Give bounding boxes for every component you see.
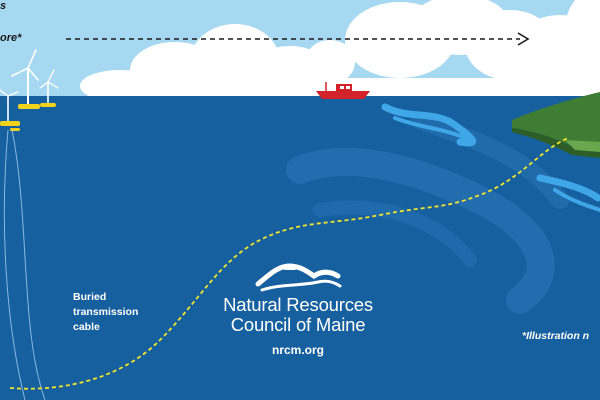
cable-label-line2: transmission [73,306,139,318]
currents [381,103,600,212]
clouds [80,0,600,102]
cable-label-line3: cable [73,321,100,333]
transmission-cable [9,137,569,390]
mooring-lines [3,129,46,400]
land [512,92,600,158]
organization-url[interactable]: nrcm.org [271,343,324,357]
organization-name-line2: Council of Maine [230,314,366,335]
fishing-boat [316,82,370,99]
cable-label-line1: Buried [73,291,107,303]
organization-name-line1: Natural Resources [223,294,373,315]
ocean-swirls [286,111,569,314]
organization-name: Natural Resources Council of Maine [218,295,378,335]
cable-label: Buried transmission cable [73,290,138,335]
nrcm-logo-mark [255,263,342,292]
birds [257,70,327,87]
illustration-note: *Illustration n [522,330,590,342]
top-note-line2: ore* [0,32,22,44]
top-note-line1: s [0,0,7,12]
distance-arrow [66,32,530,46]
turbine-floats [0,103,56,131]
wind-turbines [0,49,59,123]
